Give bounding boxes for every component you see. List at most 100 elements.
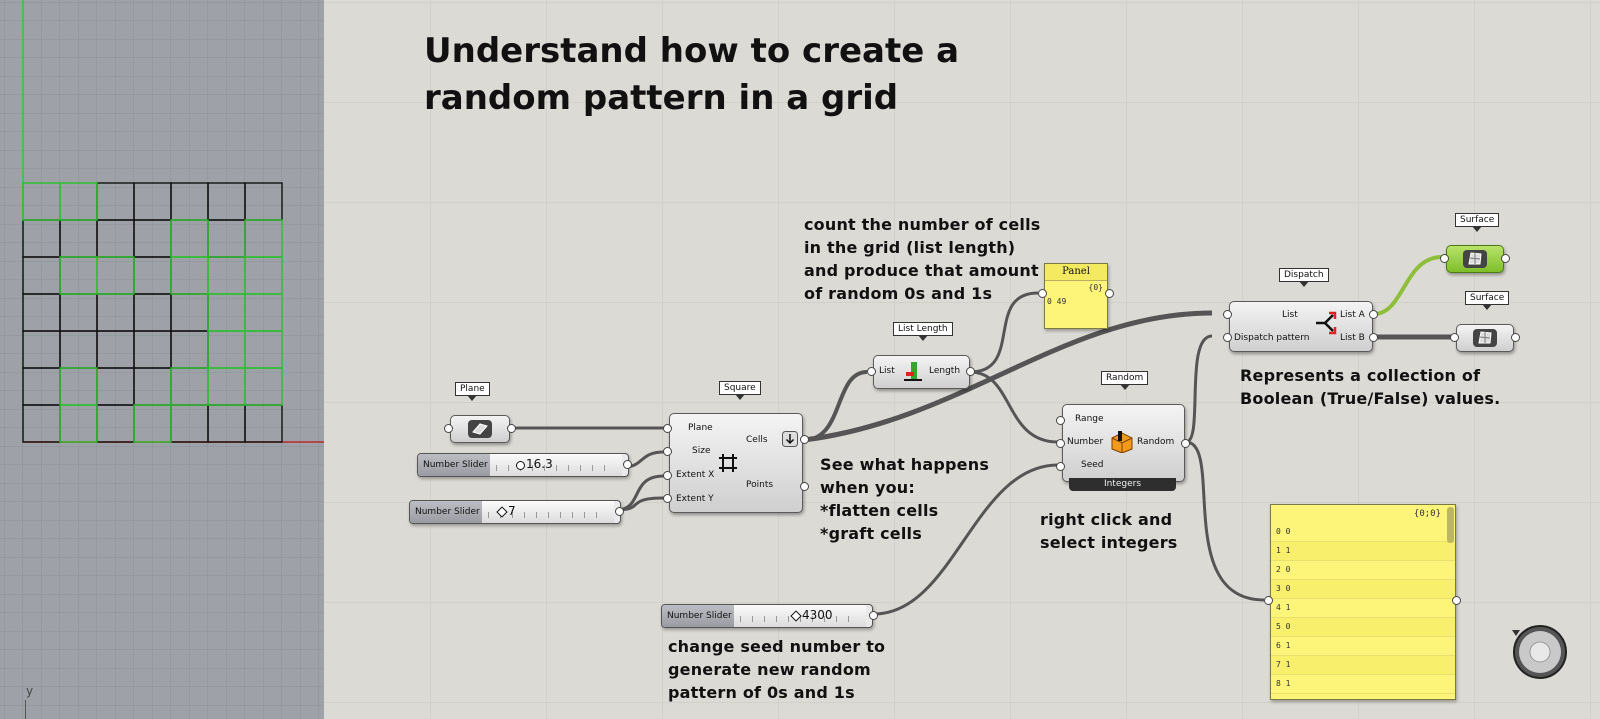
- extent-slider-output-grip[interactable]: [615, 507, 624, 516]
- length-panel-grip-in[interactable]: [1038, 289, 1047, 298]
- graft-arrow-icon[interactable]: [782, 431, 798, 447]
- plane-parameter[interactable]: [450, 415, 510, 443]
- size-slider-value: 16.3: [526, 457, 553, 471]
- plane-input-grip[interactable]: [444, 424, 453, 433]
- random-values-panel-path: {0;0}: [1413, 509, 1441, 519]
- random-input-seed[interactable]: Seed: [1081, 460, 1104, 470]
- random-input-range[interactable]: Range: [1075, 414, 1104, 424]
- dispatch-grip-a[interactable]: [1369, 310, 1378, 319]
- square-grip-extent-y[interactable]: [663, 494, 672, 503]
- grid-cell: [96, 256, 135, 295]
- random-value-row: 7 1: [1271, 656, 1455, 675]
- random-input-number[interactable]: Number: [1067, 437, 1104, 447]
- note-boolean: Represents a collection of Boolean (True…: [1240, 366, 1501, 408]
- seed-slider[interactable]: Number Slider 4300: [661, 604, 873, 628]
- square-output-cells[interactable]: Cells: [746, 435, 768, 445]
- dispatch-grip-list[interactable]: [1223, 310, 1232, 319]
- dispatch-tag: Dispatch: [1279, 268, 1329, 287]
- rhino-viewport[interactable]: y: [0, 0, 324, 719]
- extent-slider-name: Number Slider: [410, 501, 486, 523]
- size-slider-knob[interactable]: [516, 461, 525, 470]
- seed-slider-value: 4300: [802, 608, 833, 622]
- dispatch-output-a[interactable]: List A: [1340, 310, 1365, 320]
- grid-cell: [59, 404, 98, 443]
- surface-a-icon: [1463, 250, 1487, 268]
- list-length-grip-out[interactable]: [966, 367, 975, 376]
- size-slider-output-grip[interactable]: [623, 460, 632, 469]
- square-output-points[interactable]: Points: [746, 480, 774, 490]
- length-panel-title: Panel: [1045, 264, 1107, 281]
- square-tag: Square: [719, 381, 761, 400]
- extent-slider-ticks: [488, 512, 608, 518]
- list-length-input-list[interactable]: List: [879, 366, 895, 376]
- surface-a-grip-in[interactable]: [1440, 254, 1449, 263]
- dispatch-component[interactable]: List Dispatch pattern List A List B: [1229, 301, 1373, 352]
- list-length-icon: [904, 362, 922, 381]
- length-panel-grip-out[interactable]: [1105, 289, 1114, 298]
- square-grip-extent-x[interactable]: [663, 471, 672, 480]
- dispatch-grip-b[interactable]: [1369, 333, 1378, 342]
- size-slider-name: Number Slider: [418, 454, 494, 476]
- square-grip-points[interactable]: [800, 482, 809, 491]
- plane-output-grip[interactable]: [507, 424, 516, 433]
- random-value-row: 0 0: [1271, 523, 1455, 542]
- square-input-extent-x[interactable]: Extent X: [676, 470, 715, 480]
- random-value-row: 6 1: [1271, 637, 1455, 656]
- square-grip-cells[interactable]: [800, 435, 809, 444]
- square-grip-size[interactable]: [663, 447, 672, 456]
- canvas-navigation-widget[interactable]: [1510, 622, 1570, 682]
- random-output[interactable]: Random: [1137, 437, 1175, 447]
- panel-scrollbar[interactable]: [1447, 507, 1454, 543]
- dispatch-input-pattern[interactable]: Dispatch pattern: [1234, 333, 1310, 343]
- square-component[interactable]: Plane Size Extent X Extent Y Cells Point…: [669, 413, 803, 513]
- random-grip-number[interactable]: [1056, 439, 1065, 448]
- length-panel[interactable]: Panel {0} 0 49: [1044, 263, 1108, 329]
- list-length-component[interactable]: List Length: [873, 355, 970, 389]
- random-value-row: 3 0: [1271, 580, 1455, 599]
- dispatch-output-b[interactable]: List B: [1340, 333, 1365, 343]
- size-slider-track[interactable]: 16.3: [490, 454, 622, 476]
- surface-b-parameter[interactable]: [1456, 324, 1514, 352]
- viewport-grid: [0, 0, 324, 719]
- random-value-row: 8 1: [1271, 675, 1455, 694]
- grasshopper-canvas[interactable]: Understand how to create a random patter…: [324, 0, 1600, 719]
- surface-b-grip-out[interactable]: [1511, 333, 1520, 342]
- surface-b-icon: [1473, 329, 1497, 347]
- note-integers: right click and select integers: [1040, 510, 1178, 552]
- random-values-panel-grip-in[interactable]: [1264, 596, 1273, 605]
- seed-slider-track[interactable]: 4300: [734, 605, 866, 627]
- extent-slider[interactable]: Number Slider 7: [409, 500, 621, 524]
- list-length-grip-in[interactable]: [867, 367, 876, 376]
- dispatch-grip-pattern[interactable]: [1223, 333, 1232, 342]
- surface-a-grip-out[interactable]: [1501, 254, 1510, 263]
- random-value-row: 5 0: [1271, 618, 1455, 637]
- random-grip-out[interactable]: [1181, 439, 1190, 448]
- random-value-row: 1 1: [1271, 542, 1455, 561]
- note-flatten-graft: See what happens when you: *flatten cell…: [820, 455, 990, 543]
- y-axis-line: [25, 700, 26, 719]
- size-slider[interactable]: Number Slider 16.3: [417, 453, 629, 477]
- random-component[interactable]: Range Number Seed Random: [1062, 404, 1185, 482]
- surface-b-grip-in[interactable]: [1450, 333, 1459, 342]
- grid-cell: [59, 182, 98, 221]
- square-input-size[interactable]: Size: [692, 446, 711, 456]
- square-grip-plane[interactable]: [663, 424, 672, 433]
- square-input-plane[interactable]: Plane: [688, 423, 713, 433]
- square-input-extent-y[interactable]: Extent Y: [676, 494, 714, 504]
- page-title: Understand how to create a random patter…: [424, 31, 960, 118]
- random-grip-seed[interactable]: [1056, 462, 1065, 471]
- dispatch-input-list[interactable]: List: [1282, 310, 1298, 320]
- surface-a-parameter[interactable]: [1446, 245, 1504, 273]
- note-count-cells: count the number of cells in the grid (l…: [804, 215, 1041, 303]
- list-length-output-length[interactable]: Length: [929, 366, 961, 376]
- grid-cell: [133, 404, 172, 443]
- length-panel-row: 0 49: [1047, 297, 1067, 306]
- random-grip-range[interactable]: [1056, 416, 1065, 425]
- seed-slider-output-grip[interactable]: [869, 611, 878, 620]
- surface-b-tag: Surface: [1465, 291, 1510, 310]
- random-value-row: 4 1: [1271, 599, 1455, 618]
- extent-slider-track[interactable]: 7: [482, 501, 614, 523]
- random-values-panel-grip-out[interactable]: [1452, 596, 1461, 605]
